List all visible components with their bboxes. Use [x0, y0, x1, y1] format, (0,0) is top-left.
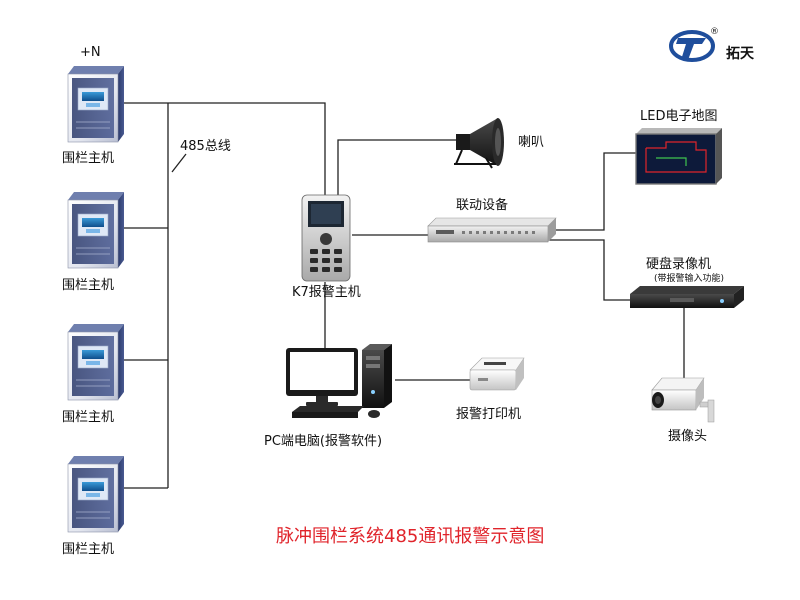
brand-name: 拓天 — [726, 45, 755, 62]
fence-host-4 — [67, 455, 125, 533]
wire-linkage-to-led — [548, 152, 636, 231]
security-camera-icon — [651, 377, 715, 423]
fence-host-3 — [67, 323, 125, 401]
k7-alarm-host-label: K7报警主机 — [292, 284, 361, 300]
receipt-printer-icon — [469, 357, 525, 391]
fence-host-2-label: 围栏主机 — [62, 278, 114, 293]
dvr-label: 硬盘录像机 — [646, 256, 711, 272]
power-label: +N — [80, 45, 101, 60]
fence-host-2 — [67, 191, 125, 269]
speaker — [454, 118, 504, 169]
fence-host-1-label: 围栏主机 — [62, 151, 114, 166]
monitor-icon — [286, 348, 358, 406]
fence-host-icon — [67, 455, 125, 533]
printer — [469, 357, 525, 391]
linkage-device — [427, 217, 557, 243]
speaker-label: 喇叭 — [518, 135, 544, 150]
pc-label: PC端电脑(报警软件) — [264, 433, 382, 449]
fence-host-4-label: 围栏主机 — [62, 542, 114, 557]
camera — [651, 377, 715, 423]
dvr — [630, 286, 744, 308]
fence-host-3-label: 围栏主机 — [62, 410, 114, 425]
bus-label-pointer — [171, 153, 187, 173]
fence-host-icon — [67, 191, 125, 269]
led-map-label: LED电子地图 — [640, 109, 717, 124]
k7-alarm-host — [301, 194, 351, 282]
fence-host-icon — [67, 323, 125, 401]
led-map — [635, 128, 722, 185]
wire-k7-to-speaker — [337, 139, 458, 195]
tower-icon — [362, 344, 392, 408]
led-map-display-icon — [635, 128, 722, 185]
linkage-device-label: 联动设备 — [456, 197, 508, 213]
dvr-recorder-icon — [630, 286, 744, 308]
brand-logo-icon — [669, 30, 715, 62]
brand-registered-mark: ® — [710, 27, 719, 37]
horn-speaker-icon — [454, 118, 504, 169]
wires — [124, 102, 685, 489]
fence-host-icon — [67, 65, 125, 143]
camera-label: 摄像头 — [668, 429, 707, 444]
wire-linkage-to-dvr — [548, 239, 636, 301]
keyboard-icon — [292, 406, 364, 418]
mouse-icon — [368, 410, 380, 418]
pc — [286, 344, 392, 418]
brand-logo: ® — [669, 27, 719, 62]
rack-unit-icon — [427, 217, 557, 243]
diagram-title: 脉冲围栏系统485通讯报警示意图 — [276, 526, 544, 547]
k7-keypad-icon — [310, 233, 342, 272]
dvr-sublabel: (带报警输入功能) — [654, 272, 724, 284]
wire-bus-to-k7 — [168, 102, 326, 195]
bus-label: 485总线 — [180, 139, 231, 154]
fence-host-1 — [67, 65, 125, 143]
printer-label: 报警打印机 — [456, 406, 521, 422]
